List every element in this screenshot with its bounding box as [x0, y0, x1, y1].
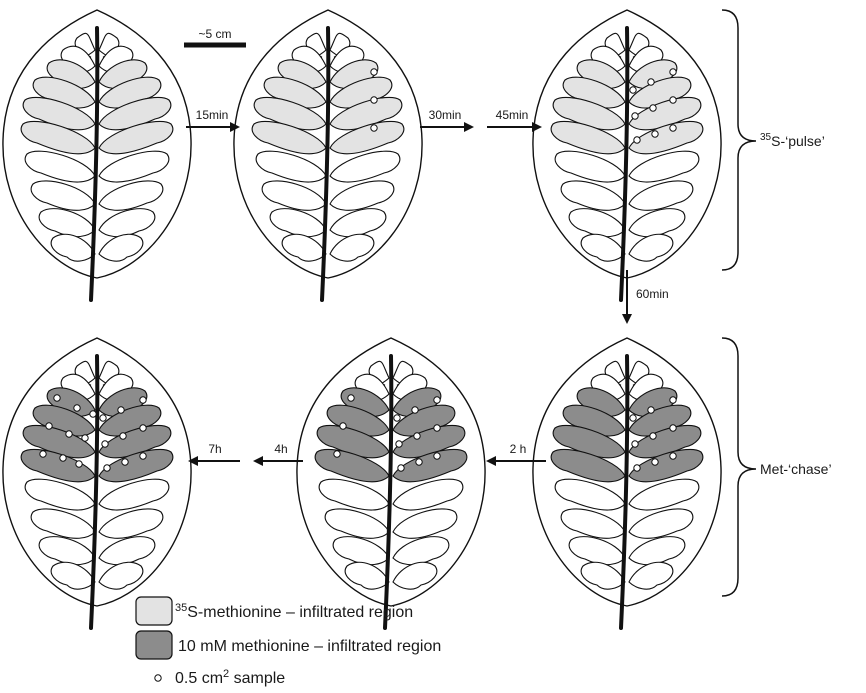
sample-dot	[66, 431, 72, 437]
sample-dot	[670, 425, 676, 431]
sample-dot	[652, 131, 658, 137]
sample-dot	[650, 105, 656, 111]
sample-dot	[434, 453, 440, 459]
sample-dot	[82, 435, 88, 441]
arrow-45min: 45min	[487, 108, 540, 127]
arrow-4h: 4h	[255, 442, 303, 461]
sample-dot	[414, 433, 420, 439]
leaf-6	[3, 338, 191, 628]
sample-dot	[100, 415, 106, 421]
sample-dot	[348, 395, 354, 401]
sample-dot	[46, 423, 52, 429]
time-label-7h: 7h	[208, 442, 221, 456]
leaf-3	[533, 10, 721, 300]
sample-dot	[652, 459, 658, 465]
sample-dot	[434, 425, 440, 431]
sample-dot	[632, 113, 638, 119]
sample-dot	[630, 415, 636, 421]
arrow-30min: 30min	[420, 108, 472, 127]
chase-bracket-label: Met-‘chase’	[760, 461, 832, 477]
sample-dot	[670, 69, 676, 75]
sample-dot	[650, 433, 656, 439]
sample-dot	[118, 407, 124, 413]
sample-dot	[122, 459, 128, 465]
sample-dot	[670, 453, 676, 459]
sample-dot	[412, 407, 418, 413]
arrow-60min: 60min	[627, 270, 669, 322]
sample-dot	[90, 411, 96, 417]
sample-dot	[371, 97, 377, 103]
sample-dot	[398, 465, 404, 471]
sample-dot	[434, 397, 440, 403]
legend-chase-label: 10 mM methionine – infiltrated region	[178, 638, 441, 655]
sample-dot	[396, 441, 402, 447]
time-label-15min: 15min	[196, 108, 229, 122]
sample-dot	[670, 397, 676, 403]
scale-bar-label: ~5 cm	[198, 27, 231, 41]
legend-sample-label: 0.5 cm2 sample	[175, 668, 285, 687]
sample-dot	[634, 465, 640, 471]
legend-sample-dot	[155, 675, 161, 681]
sample-dot	[140, 397, 146, 403]
sample-dot	[54, 395, 60, 401]
legend: 35S-methionine – infiltrated region 10 m…	[136, 597, 441, 687]
sample-dot	[371, 125, 377, 131]
sample-dot	[74, 405, 80, 411]
sample-dot	[40, 451, 46, 457]
time-label-60min: 60min	[636, 287, 669, 301]
time-label-30min: 30min	[429, 108, 462, 122]
legend-pulse-swatch	[136, 597, 172, 625]
sample-dot	[648, 407, 654, 413]
sample-dot	[630, 87, 636, 93]
time-label-2h: 2 h	[510, 442, 527, 456]
arrow-15min: 15min	[186, 108, 238, 127]
leaf-1	[3, 10, 191, 300]
sample-dot	[670, 97, 676, 103]
pulse-bracket	[722, 10, 756, 270]
pulse-bracket-label: 35S-‘pulse’	[760, 132, 825, 149]
sample-dot	[334, 451, 340, 457]
leaf-4	[533, 338, 721, 628]
sample-dot	[371, 69, 377, 75]
sample-dot	[648, 79, 654, 85]
sample-dot	[632, 441, 638, 447]
sample-dot	[394, 415, 400, 421]
time-label-45min: 45min	[496, 108, 529, 122]
leaf-5	[297, 338, 485, 628]
sample-dot	[102, 441, 108, 447]
sample-dot	[120, 433, 126, 439]
sample-dot	[104, 465, 110, 471]
time-label-4h: 4h	[274, 442, 287, 456]
sample-dot	[416, 459, 422, 465]
sample-dot	[634, 137, 640, 143]
legend-pulse-label: 35S-methionine – infiltrated region	[175, 602, 413, 621]
sample-dot	[60, 455, 66, 461]
arrow-7h: 7h	[190, 442, 240, 461]
sample-dot	[76, 461, 82, 467]
leaf-group	[3, 10, 721, 628]
chase-bracket	[722, 338, 756, 596]
legend-chase-swatch	[136, 631, 172, 659]
scale-bar: ~5 cm	[184, 27, 246, 45]
sample-dot	[140, 425, 146, 431]
sample-dot	[340, 423, 346, 429]
sample-dot	[140, 453, 146, 459]
sample-dot	[670, 125, 676, 131]
leaf-2	[234, 10, 422, 300]
